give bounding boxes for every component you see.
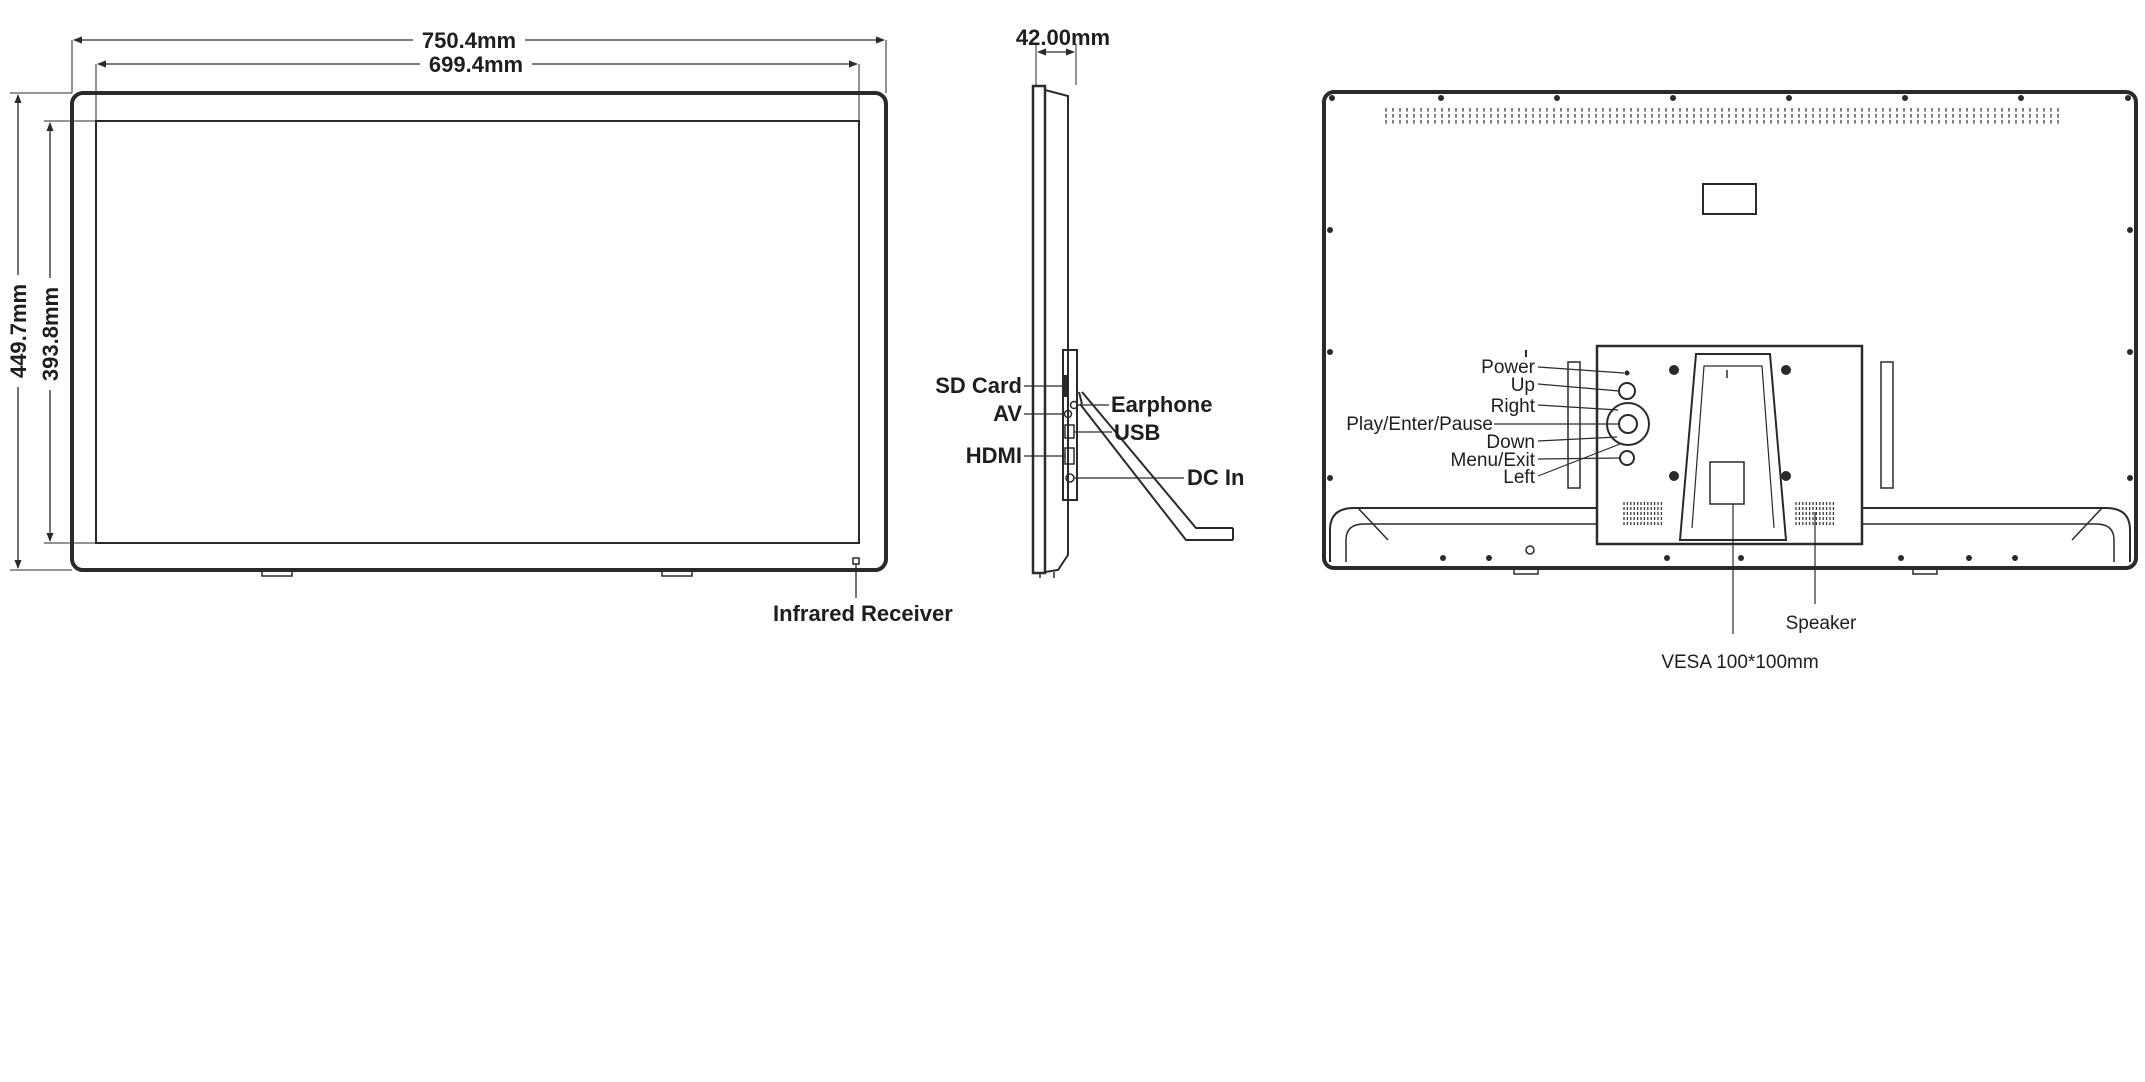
hdmi-label: HDMI xyxy=(966,443,1022,468)
rear-stand-base xyxy=(1329,507,2131,562)
vesa-screw-br xyxy=(1781,471,1791,481)
front-screen xyxy=(95,120,860,544)
left-label: Left xyxy=(1503,467,1535,488)
sd-card-slot xyxy=(1064,375,1068,397)
rear-mounting-plate xyxy=(1595,344,1864,546)
rear-top-screws xyxy=(1327,95,2133,561)
vesa-label: VESA 100*100mm xyxy=(1661,652,1818,673)
usb-port xyxy=(1064,424,1075,439)
dim-outer-height: 449.7mm xyxy=(6,284,31,378)
infrared-sensor xyxy=(852,557,860,565)
front-bezel xyxy=(70,91,888,572)
menu-button xyxy=(1619,450,1635,466)
av-label: AV xyxy=(993,401,1022,426)
infrared-receiver-label: Infrared Receiver xyxy=(773,601,953,626)
speaker-label: Speaker xyxy=(1786,613,1857,634)
front-foot-right xyxy=(661,569,693,577)
play-button xyxy=(1618,414,1638,434)
usb-label: USB xyxy=(1114,420,1160,445)
dim-outer-width: 750.4mm xyxy=(422,28,516,53)
menu-exit-label: Menu/Exit xyxy=(1451,450,1536,471)
dim-inner-width: 699.4mm xyxy=(429,52,523,77)
dim-depth: 42.00mm xyxy=(1016,25,1110,50)
hdmi-port xyxy=(1064,447,1075,465)
side-back-cover xyxy=(1044,89,1069,573)
earphone-label: Earphone xyxy=(1111,392,1212,417)
sd-card-label: SD Card xyxy=(935,373,1022,398)
speaker-grille-left xyxy=(1623,502,1663,525)
power-button xyxy=(1624,370,1630,376)
rear-slot-right xyxy=(1880,361,1894,489)
rear-housing xyxy=(1322,90,2138,570)
dim-inner-height: 393.8mm xyxy=(38,287,63,381)
play-enter-pause-label: Play/Enter/Pause xyxy=(1346,414,1493,435)
down-label: Down xyxy=(1486,432,1535,453)
speaker-grille-right xyxy=(1795,502,1835,525)
up-label: Up xyxy=(1511,375,1535,396)
side-stand xyxy=(1079,391,1233,541)
vesa-screw-tl xyxy=(1669,365,1679,375)
earphone-jack xyxy=(1069,400,1079,410)
av-jack xyxy=(1063,409,1073,419)
side-view: 42.00mm SD Card AV HDMI Earphone USB DC … xyxy=(935,25,1244,578)
right-label: Right xyxy=(1491,396,1536,417)
power-label: Power xyxy=(1481,357,1536,378)
vesa-screw-tr xyxy=(1781,365,1791,375)
side-port-housing xyxy=(1062,349,1078,501)
vesa-screw-bl xyxy=(1669,471,1679,481)
up-button xyxy=(1618,382,1636,400)
rear-vent-strip xyxy=(1385,108,2059,124)
front-view: 750.4mm 699.4mm 449.7mm 393.8mm Infrared… xyxy=(5,27,953,626)
rear-stand-neck xyxy=(1678,353,1788,541)
rear-slot-left xyxy=(1567,361,1581,489)
side-panel-body xyxy=(1031,84,1047,575)
front-foot-left xyxy=(261,569,293,577)
rear-label-plate xyxy=(1702,183,1757,215)
rear-view: Power Up Right Play/Enter/Pause Down Men… xyxy=(1322,90,2138,673)
dc-in-label: DC In xyxy=(1187,465,1244,490)
